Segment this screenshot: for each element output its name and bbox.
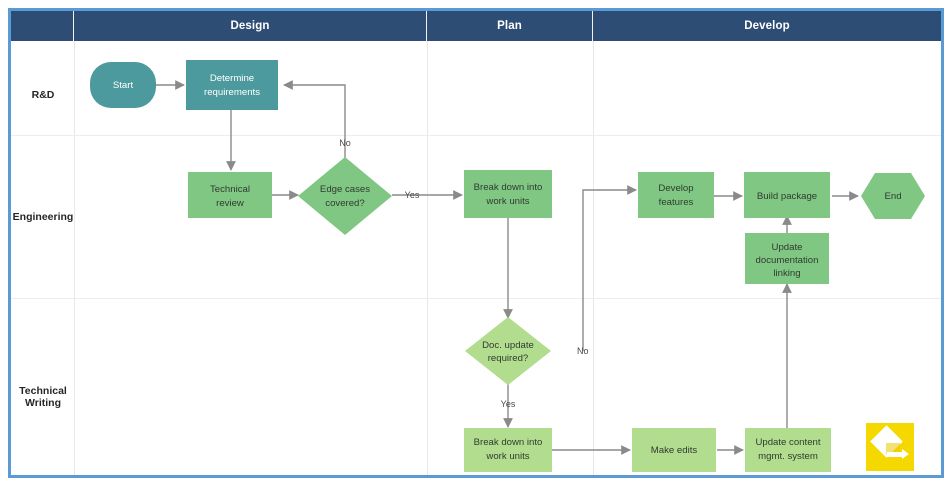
lane-divider-1 xyxy=(11,135,941,136)
lane-label-tw-line2: Writing xyxy=(25,397,61,409)
lane-label-tw-line1: Technical xyxy=(19,385,67,397)
lane-divider-2 xyxy=(11,298,941,299)
column-header-plan-label: Plan xyxy=(497,20,522,32)
diagram-border xyxy=(8,8,944,478)
column-divider-1 xyxy=(74,41,75,475)
column-divider-2 xyxy=(427,41,428,475)
column-header-design[interactable]: Design xyxy=(74,11,427,41)
logo-arrow-shaft xyxy=(887,452,904,457)
logo-shadow-shape xyxy=(886,443,900,454)
column-header-plan[interactable]: Plan xyxy=(427,11,593,41)
swimlane-grid: Design Plan Develop R&D Engineering Tech… xyxy=(11,11,941,475)
column-header-develop-label: Develop xyxy=(744,20,790,32)
lane-label-rnd: R&D xyxy=(31,89,55,101)
column-header-develop[interactable]: Develop xyxy=(593,11,941,41)
lucidchart-logo-icon[interactable] xyxy=(866,423,914,471)
lane-label-engineering: Engineering xyxy=(12,211,74,223)
header-corner-cell xyxy=(11,11,74,41)
lane-label-technical-writing: Technical Writing xyxy=(11,385,75,409)
column-header-design-label: Design xyxy=(230,20,270,32)
column-divider-3 xyxy=(593,41,594,475)
logo-arrow-head xyxy=(902,449,909,459)
